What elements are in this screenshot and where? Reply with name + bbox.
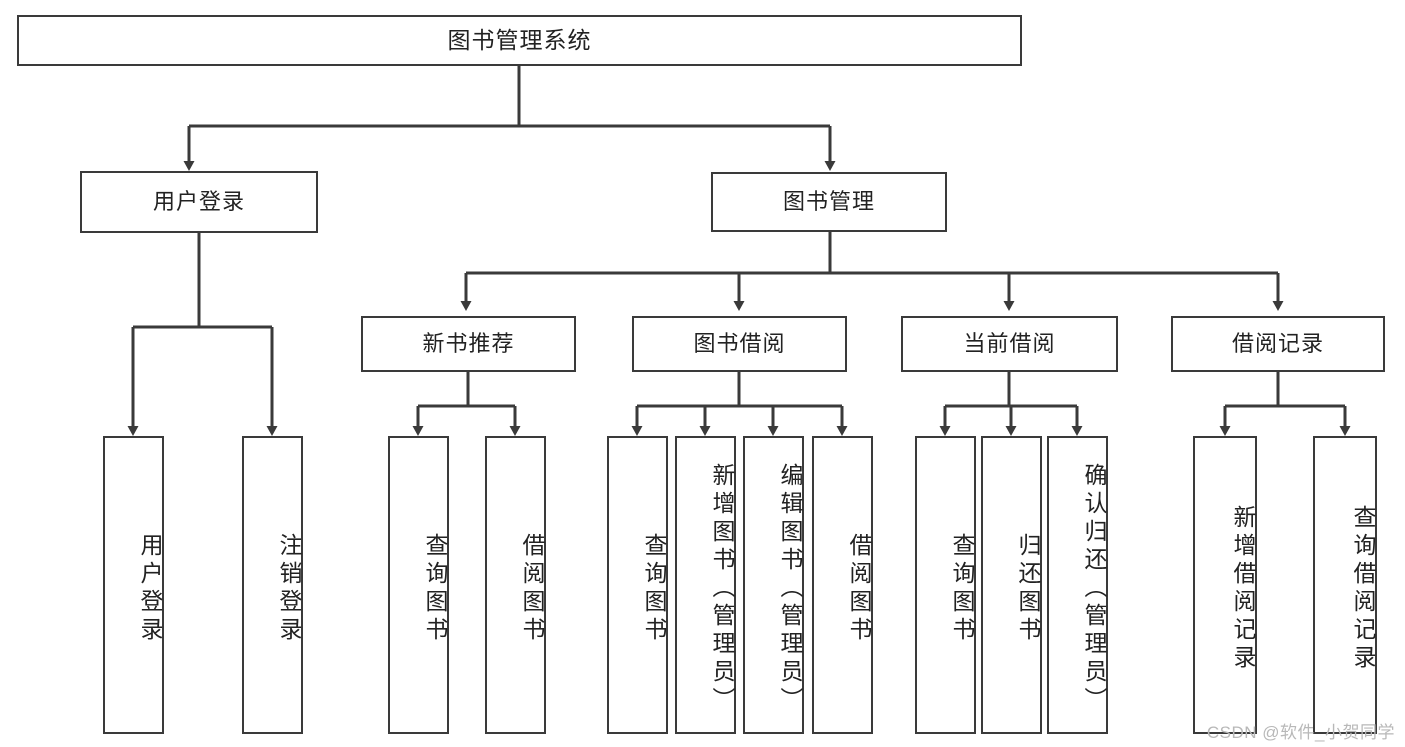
leaf-return-book[interactable]: 归还图书 xyxy=(981,436,1042,734)
leaf-user-login-label: 用户登录 xyxy=(137,533,163,645)
leaf-query-book-1-label: 查询图书 xyxy=(422,533,448,645)
leaf-add-book[interactable]: 新增图书（管理员） xyxy=(675,436,736,734)
leaf-borrow-book-1-label: 借阅图书 xyxy=(519,533,545,645)
leaf-user-login[interactable]: 用户登录 xyxy=(103,436,164,734)
node-user-login-label: 用户登录 xyxy=(152,188,245,214)
node-book-manage-label: 图书管理 xyxy=(782,188,875,214)
leaf-query-record-label: 查询借阅记录 xyxy=(1350,505,1376,673)
leaf-borrow-book-1[interactable]: 借阅图书 xyxy=(485,436,546,734)
leaf-add-record[interactable]: 新增借阅记录 xyxy=(1193,436,1257,734)
leaf-confirm-return-label: 确认归还（管理员） xyxy=(1081,463,1107,715)
leaf-logout-login-label: 注销登录 xyxy=(276,533,302,645)
node-borrow-record-label: 借阅记录 xyxy=(1231,330,1324,356)
leaf-return-book-label: 归还图书 xyxy=(1015,533,1041,645)
leaf-query-book-3-label: 查询图书 xyxy=(949,533,975,645)
leaf-query-record[interactable]: 查询借阅记录 xyxy=(1313,436,1377,734)
leaf-query-book-1[interactable]: 查询图书 xyxy=(388,436,449,734)
leaf-confirm-return[interactable]: 确认归还（管理员） xyxy=(1047,436,1108,734)
node-root[interactable]: 图书管理系统 xyxy=(17,15,1022,66)
leaf-query-book-3[interactable]: 查询图书 xyxy=(915,436,976,734)
leaf-add-book-label: 新增图书（管理员） xyxy=(709,463,735,715)
leaf-borrow-book-2-label: 借阅图书 xyxy=(846,533,872,645)
leaf-query-book-2-label: 查询图书 xyxy=(641,533,667,645)
node-root-label: 图书管理系统 xyxy=(447,26,592,53)
leaf-logout-login[interactable]: 注销登录 xyxy=(242,436,303,734)
node-user-login[interactable]: 用户登录 xyxy=(80,171,318,233)
node-book-borrow-label: 图书借阅 xyxy=(693,330,786,356)
node-borrow-record[interactable]: 借阅记录 xyxy=(1171,316,1385,372)
node-current-borrow-label: 当前借阅 xyxy=(963,330,1056,356)
node-new-book-rec-label: 新书推荐 xyxy=(422,330,515,356)
leaf-query-book-2[interactable]: 查询图书 xyxy=(607,436,668,734)
node-book-borrow[interactable]: 图书借阅 xyxy=(632,316,847,372)
node-book-manage[interactable]: 图书管理 xyxy=(711,172,947,232)
leaf-edit-book[interactable]: 编辑图书（管理员） xyxy=(743,436,804,734)
node-current-borrow[interactable]: 当前借阅 xyxy=(901,316,1118,372)
leaf-borrow-book-2[interactable]: 借阅图书 xyxy=(812,436,873,734)
leaf-add-record-label: 新增借阅记录 xyxy=(1230,505,1256,673)
node-new-book-rec[interactable]: 新书推荐 xyxy=(361,316,576,372)
leaf-edit-book-label: 编辑图书（管理员） xyxy=(777,463,803,715)
watermark: CSDN @软件_小贺同学 xyxy=(1206,723,1395,742)
